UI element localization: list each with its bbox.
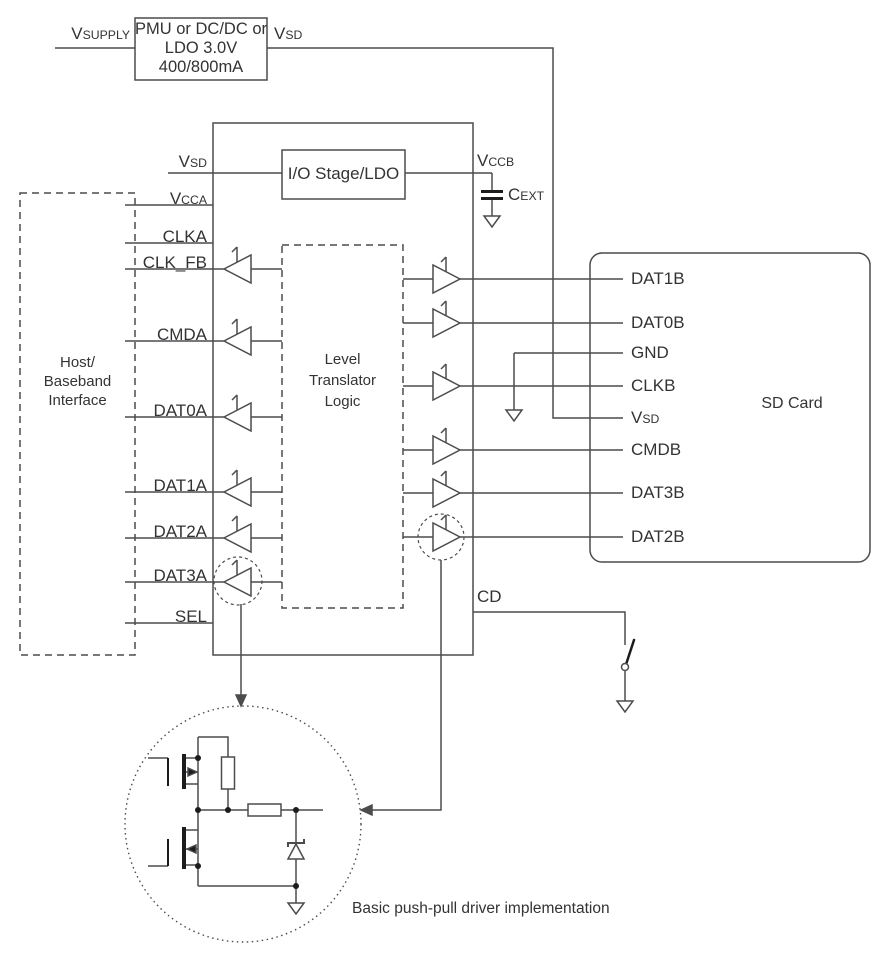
level-translator-logic-label: Level Translator Logic <box>309 351 376 410</box>
pmu-box <box>134 17 268 81</box>
pin-label-cmda: CMDA <box>156 325 207 344</box>
pmu-box-label: PMU or DC/DC or LDO 3.0V 400/800mA <box>135 20 268 76</box>
dat2b-driver-highlight-circle <box>417 513 465 561</box>
dat1b-driver <box>432 256 462 295</box>
dat0a-buffer <box>222 394 252 433</box>
pin-label-clk-fb: CLK_FB <box>142 253 207 272</box>
dat1a-buffer <box>222 469 252 508</box>
pin-label-cmdb: CMDB <box>631 440 682 459</box>
card-detect-switch <box>473 611 636 714</box>
arrow-left-head <box>359 803 373 817</box>
dat2a-buffer <box>222 515 252 554</box>
pin-label-dat3a: DAT3A <box>153 566 207 585</box>
detail-dotted-circle <box>124 705 362 943</box>
dat3a-buffer <box>222 559 252 598</box>
a-side-buffers <box>222 246 252 598</box>
sd-card-label: SD Card <box>761 395 823 412</box>
level-translator-logic-box <box>281 244 404 609</box>
pmos-transistor <box>148 754 199 789</box>
pin-label-vsd-card: VSD <box>631 408 660 427</box>
switch-lever <box>625 638 636 665</box>
sd-card-box <box>589 252 871 563</box>
pin-label-dat1a: DAT1A <box>153 476 207 495</box>
cext-label: CEXT <box>508 185 545 204</box>
pin-label-dat1b: DAT1B <box>631 269 685 288</box>
a-side-signal-wires <box>125 204 282 624</box>
cd-label: CD <box>477 587 502 606</box>
clkb-driver <box>432 363 462 402</box>
io-stage-ldo-box <box>281 149 406 200</box>
pin-label-dat0b: DAT0B <box>631 313 685 332</box>
power-wires <box>55 47 623 419</box>
junction-dots <box>195 755 299 889</box>
vsupply-label: VSUPPLY <box>71 24 130 43</box>
nmos-transistor <box>148 827 198 869</box>
pin-label-vcca: VCCA <box>169 189 207 208</box>
dat3b-driver <box>432 470 462 509</box>
host-baseband-label: Host/ Baseband Interface <box>43 354 112 409</box>
dat2b-driver <box>432 514 462 553</box>
vsd-top-label: VSD <box>274 24 303 43</box>
pin-label-dat2a: DAT2A <box>153 522 207 541</box>
pin-label-sel: SEL <box>174 607 207 626</box>
b-side-signal-wires <box>403 278 623 538</box>
cmdb-driver <box>432 427 462 466</box>
cmda-buffer <box>222 318 252 357</box>
level-translator-chip-outline <box>212 122 474 656</box>
pin-label-dat0a: DAT0A <box>153 401 207 420</box>
clk-fb-buffer <box>222 246 252 285</box>
switch-ground-symbol <box>615 700 635 714</box>
arrow-down-head <box>234 694 248 708</box>
gnd-ground-symbol <box>504 409 524 423</box>
pin-label-dat3b: DAT3B <box>631 483 685 502</box>
series-resistor <box>247 803 282 817</box>
dat0b-driver <box>432 300 462 339</box>
pin-label-clkb: CLKB <box>631 376 676 395</box>
pin-label-clka: CLKA <box>162 227 207 246</box>
driver-ground-symbol <box>286 902 306 916</box>
pin-label-dat2b: DAT2B <box>631 527 685 546</box>
pullup-resistor <box>220 756 236 790</box>
cext-ground-symbol <box>482 215 502 229</box>
pin-label-gnd: GND <box>631 343 669 362</box>
push-pull-driver-detail <box>124 705 362 943</box>
switch-contact <box>620 662 630 672</box>
io-stage-ldo-label: I/O Stage/LDO <box>287 164 400 183</box>
b-side-buffers <box>432 256 462 553</box>
caption-push-pull: Basic push-pull driver implementation <box>352 900 610 917</box>
cext-capacitor <box>481 173 503 229</box>
zener-diode <box>286 810 306 886</box>
vsd-io-label: VSD <box>178 152 207 171</box>
callout-arrows <box>234 560 442 817</box>
dat3a-buffer-highlight-circle <box>213 556 263 606</box>
vccb-label: VCCB <box>477 151 515 170</box>
